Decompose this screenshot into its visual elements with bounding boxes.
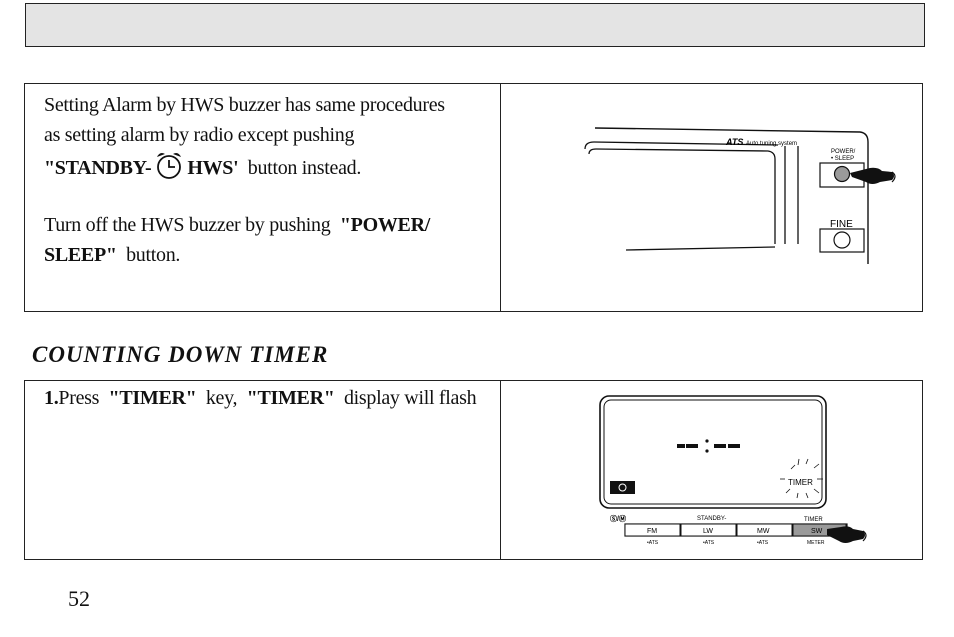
timer-display-label: "TIMER" [246,387,335,409]
para1-line2: as setting alarm by radio except pushing [44,124,355,146]
pointing-hand-icon [850,167,896,184]
lcd-dashes [677,439,740,453]
band-sub-lw: •ATS [703,540,715,546]
clock-icon [618,483,627,492]
lw-button[interactable] [680,523,737,537]
alarm-hws-box: Setting Alarm by HWS buzzer has same pro… [24,83,923,312]
step1-line: 1.Press "TIMER" key, "TIMER" display wil… [44,383,477,413]
band-lw: LW [703,528,713,535]
ats-brand: ATS [725,137,743,147]
mw-button[interactable] [736,523,793,537]
band-sw: SW [811,528,823,535]
fm-button[interactable] [624,523,681,537]
step-tail: display will flash [343,387,477,409]
header-bar [25,3,925,47]
band-mw: MW [757,528,770,535]
timer-display-illustration: TIMER Ⓢ/Ⓜ STANDBY- TIMER FM LW MW SW •AT… [599,395,867,546]
pointing-hand-icon [827,526,867,543]
para2-line2: SLEEP" button. [44,240,180,270]
power-sleep-label-1: "POWER/ [339,214,430,236]
page-number: 52 [68,586,90,611]
section-title: COUNTING DOWN TIMER [32,342,329,367]
box-divider [500,381,501,559]
fine-button[interactable] [833,231,851,249]
clock-indicator [610,481,635,494]
power-label-1: POWER/ [831,149,856,155]
box-divider [500,84,501,311]
para1-line1: Setting Alarm by HWS buzzer has same pro… [44,94,445,116]
alarm-clock-icon [154,150,184,189]
standby-top-label: STANDBY- [697,516,726,522]
step-mid: key, [205,387,238,409]
step-number: 1. [44,387,59,409]
ats-brand-sub: Auto tuning system [746,141,797,147]
band-sub-mw: •ATS [757,540,769,546]
timer-top-label: TIMER [804,517,823,523]
timer-key-label: "TIMER" [108,387,197,409]
power-label-2: • SLEEP [831,156,854,162]
step-verb: Press [58,387,100,409]
para2-line2-text: button. [126,244,181,266]
para2-line1: Turn off the HWS buzzer by pushing "POWE… [44,210,430,240]
band-sub-fm: •ATS [647,540,659,546]
svg-text:Ⓢ/Ⓜ: Ⓢ/Ⓜ [610,514,626,523]
sun-flash-icon [780,458,823,499]
standby-button-label-prefix: "STANDBY- [44,157,152,179]
power-sleep-label-2: SLEEP" [44,244,117,266]
fine-label: FINE [830,219,853,230]
para2-line1-text: Turn off the HWS buzzer by pushing [44,214,331,236]
band-fm: FM [647,528,657,535]
para1-line3-tail: button instead. [247,157,362,179]
lcd-timer-label: TIMER [788,478,813,487]
band-sub-sw: METER [807,540,825,546]
standby-button-label-suffix: HWS' [187,157,239,179]
para1-line3: "STANDBY- HWS' button instead. [44,150,361,189]
timer-box: 1.Press "TIMER" key, "TIMER" display wil… [24,380,923,560]
power-sleep-button[interactable] [833,165,851,183]
radio-panel-illustration: ATS Auto tuning system POWER/ • SLEEP FI… [584,127,896,264]
